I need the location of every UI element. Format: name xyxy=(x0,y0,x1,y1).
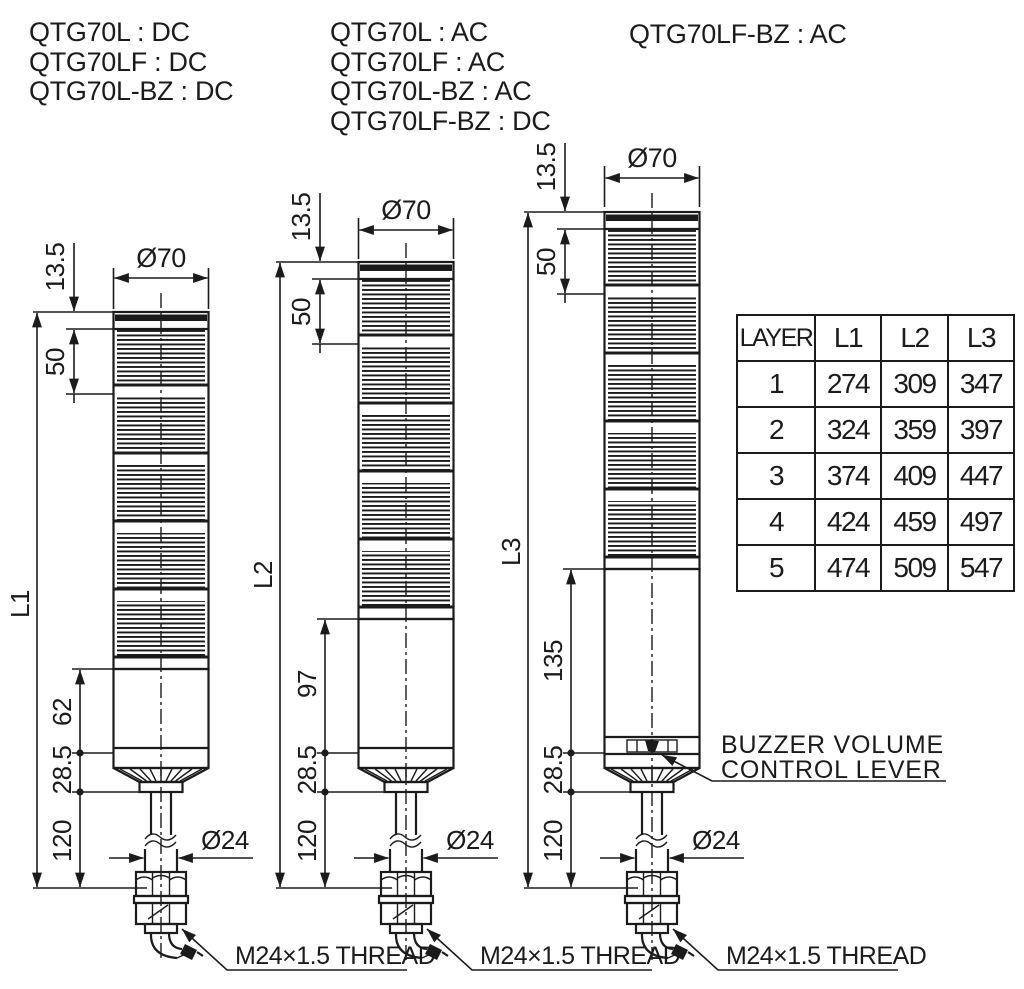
table-row: 3 374 409 447 xyxy=(736,452,1015,500)
dim-chain-right: 135 28.5 120 xyxy=(538,568,631,888)
dim-cap-middle: 13.5 50 xyxy=(286,193,367,353)
table-header-row: LAYER L1 L2 L3 xyxy=(736,314,1015,362)
cell-l2: 459 xyxy=(880,498,949,546)
dim-label-97: 97 xyxy=(292,670,322,698)
lens-stack xyxy=(357,260,455,621)
cell-layer: 3 xyxy=(736,452,816,500)
cell-l2: 309 xyxy=(880,360,949,408)
dim-label-dia24: Ø24 xyxy=(692,825,740,855)
thread-label: M24×1.5 THREAD xyxy=(726,942,926,970)
cell-l3: 447 xyxy=(947,452,1015,500)
cell-l1: 274 xyxy=(814,360,882,408)
dim-label-28_5: 28.5 xyxy=(292,746,322,795)
cell-l2: 409 xyxy=(880,452,949,500)
dim-label-135: 135 xyxy=(538,640,568,682)
product-label: QTG70LF-BZ : DC xyxy=(330,105,551,136)
cell-l3: 497 xyxy=(947,498,1015,546)
buzzer-callout: BUZZER VOLUME CONTROL LEVER xyxy=(661,731,946,784)
cell-l1: 374 xyxy=(814,452,882,500)
col-header-layer: LAYER xyxy=(736,314,816,362)
product-label: QTG70LF : DC xyxy=(29,46,207,77)
dim-dia70-middle: Ø70 xyxy=(357,195,455,259)
dim-overall-l2: L2 xyxy=(248,261,392,889)
product-label: QTG70L-BZ : AC xyxy=(330,76,532,106)
dim-label-28_5: 28.5 xyxy=(538,746,568,795)
buzzer-callout-line2: CONTROL LEVER xyxy=(721,756,942,784)
dim-chain-middle: 97 28.5 120 xyxy=(292,618,385,888)
layer-size-table: LAYER L1 L2 L3 1 274 309 347 2 324 359 3… xyxy=(736,314,1015,592)
dim-cap-left: 13.5 50 xyxy=(40,243,121,403)
table-row: 5 474 509 547 xyxy=(736,544,1015,592)
cell-layer: 2 xyxy=(736,406,816,454)
product-label: QTG70L : DC xyxy=(29,17,190,47)
cell-l3: 547 xyxy=(947,544,1015,592)
tower-left: Ø70 L1 13.5 50 xyxy=(5,243,436,970)
lens-stack xyxy=(112,310,210,671)
dim-label-50: 50 xyxy=(531,248,561,276)
tower-middle: Ø70 L2 13.5 50 xyxy=(248,193,681,970)
cell-l3: 397 xyxy=(947,406,1015,454)
dim-label-dia70: Ø70 xyxy=(381,195,431,225)
dim-chain-left: 62 28.5 120 xyxy=(47,668,140,888)
product-labels-right: QTG70LF-BZ : AC xyxy=(629,19,847,50)
col-header-l3: L3 xyxy=(947,314,1015,362)
base-assembly xyxy=(109,768,407,970)
col-header-l1: L1 xyxy=(814,314,882,362)
dim-label-50: 50 xyxy=(286,298,316,326)
product-label: QTG70LF : AC xyxy=(330,46,505,77)
dim-label-13_5: 13.5 xyxy=(531,143,561,192)
dim-overall-l1: L1 xyxy=(5,311,147,889)
cell-l1: 424 xyxy=(814,498,882,546)
tower-right: Ø70 L3 13.5 50 xyxy=(496,143,946,970)
base-assembly xyxy=(600,768,898,970)
table-row: 4 424 459 497 xyxy=(736,498,1015,546)
dim-label-28_5: 28.5 xyxy=(47,746,77,795)
lens-stack xyxy=(603,210,701,571)
dim-dia70-right: Ø70 xyxy=(603,143,701,207)
cell-l1: 474 xyxy=(814,544,882,592)
product-label: QTG70LF-BZ : AC xyxy=(629,19,847,49)
dim-label-dia24: Ø24 xyxy=(201,825,249,855)
dim-label-dia70: Ø70 xyxy=(627,143,677,173)
dim-label-50: 50 xyxy=(40,348,70,376)
buzzer-volume-lever xyxy=(626,739,678,753)
product-label: QTG70L : AC xyxy=(330,17,488,47)
cell-l1: 324 xyxy=(814,406,882,454)
table-row: 2 324 359 397 xyxy=(736,406,1015,454)
product-labels-left: QTG70L : DC QTG70LF : DC QTG70L-BZ : DC xyxy=(29,17,234,107)
dim-label-120: 120 xyxy=(47,820,77,862)
dim-label-dia70: Ø70 xyxy=(136,243,186,273)
dim-label-l1: L1 xyxy=(5,590,35,618)
table-row: 1 274 309 347 xyxy=(736,360,1015,408)
cell-layer: 5 xyxy=(736,544,816,592)
dim-cap-right: 13.5 50 xyxy=(531,143,612,303)
dim-overall-l3: L3 xyxy=(496,211,638,889)
dim-label-13_5: 13.5 xyxy=(286,193,316,242)
dim-label-62: 62 xyxy=(47,698,77,726)
buzzer-callout-line1: BUZZER VOLUME xyxy=(721,731,944,759)
dim-label-13_5: 13.5 xyxy=(40,243,70,292)
product-labels-middle: QTG70L : AC QTG70LF : AC QTG70L-BZ : AC … xyxy=(330,17,551,136)
dim-label-dia24: Ø24 xyxy=(446,825,494,855)
cell-layer: 4 xyxy=(736,498,816,546)
dim-label-l3: L3 xyxy=(496,538,526,566)
cell-l2: 359 xyxy=(880,406,949,454)
cell-l3: 347 xyxy=(947,360,1015,408)
thread-label: M24×1.5 THREAD xyxy=(480,942,680,970)
dim-label-l2: L2 xyxy=(248,561,278,589)
dim-label-120: 120 xyxy=(292,820,322,862)
cell-l2: 509 xyxy=(880,544,949,592)
cell-layer: 1 xyxy=(736,360,816,408)
col-header-l2: L2 xyxy=(880,314,949,362)
dim-dia70-left: Ø70 xyxy=(112,243,210,309)
dim-label-120: 120 xyxy=(538,820,568,862)
thread-label: M24×1.5 THREAD xyxy=(235,942,435,970)
base-assembly xyxy=(354,768,652,970)
product-label: QTG70L-BZ : DC xyxy=(29,76,234,106)
